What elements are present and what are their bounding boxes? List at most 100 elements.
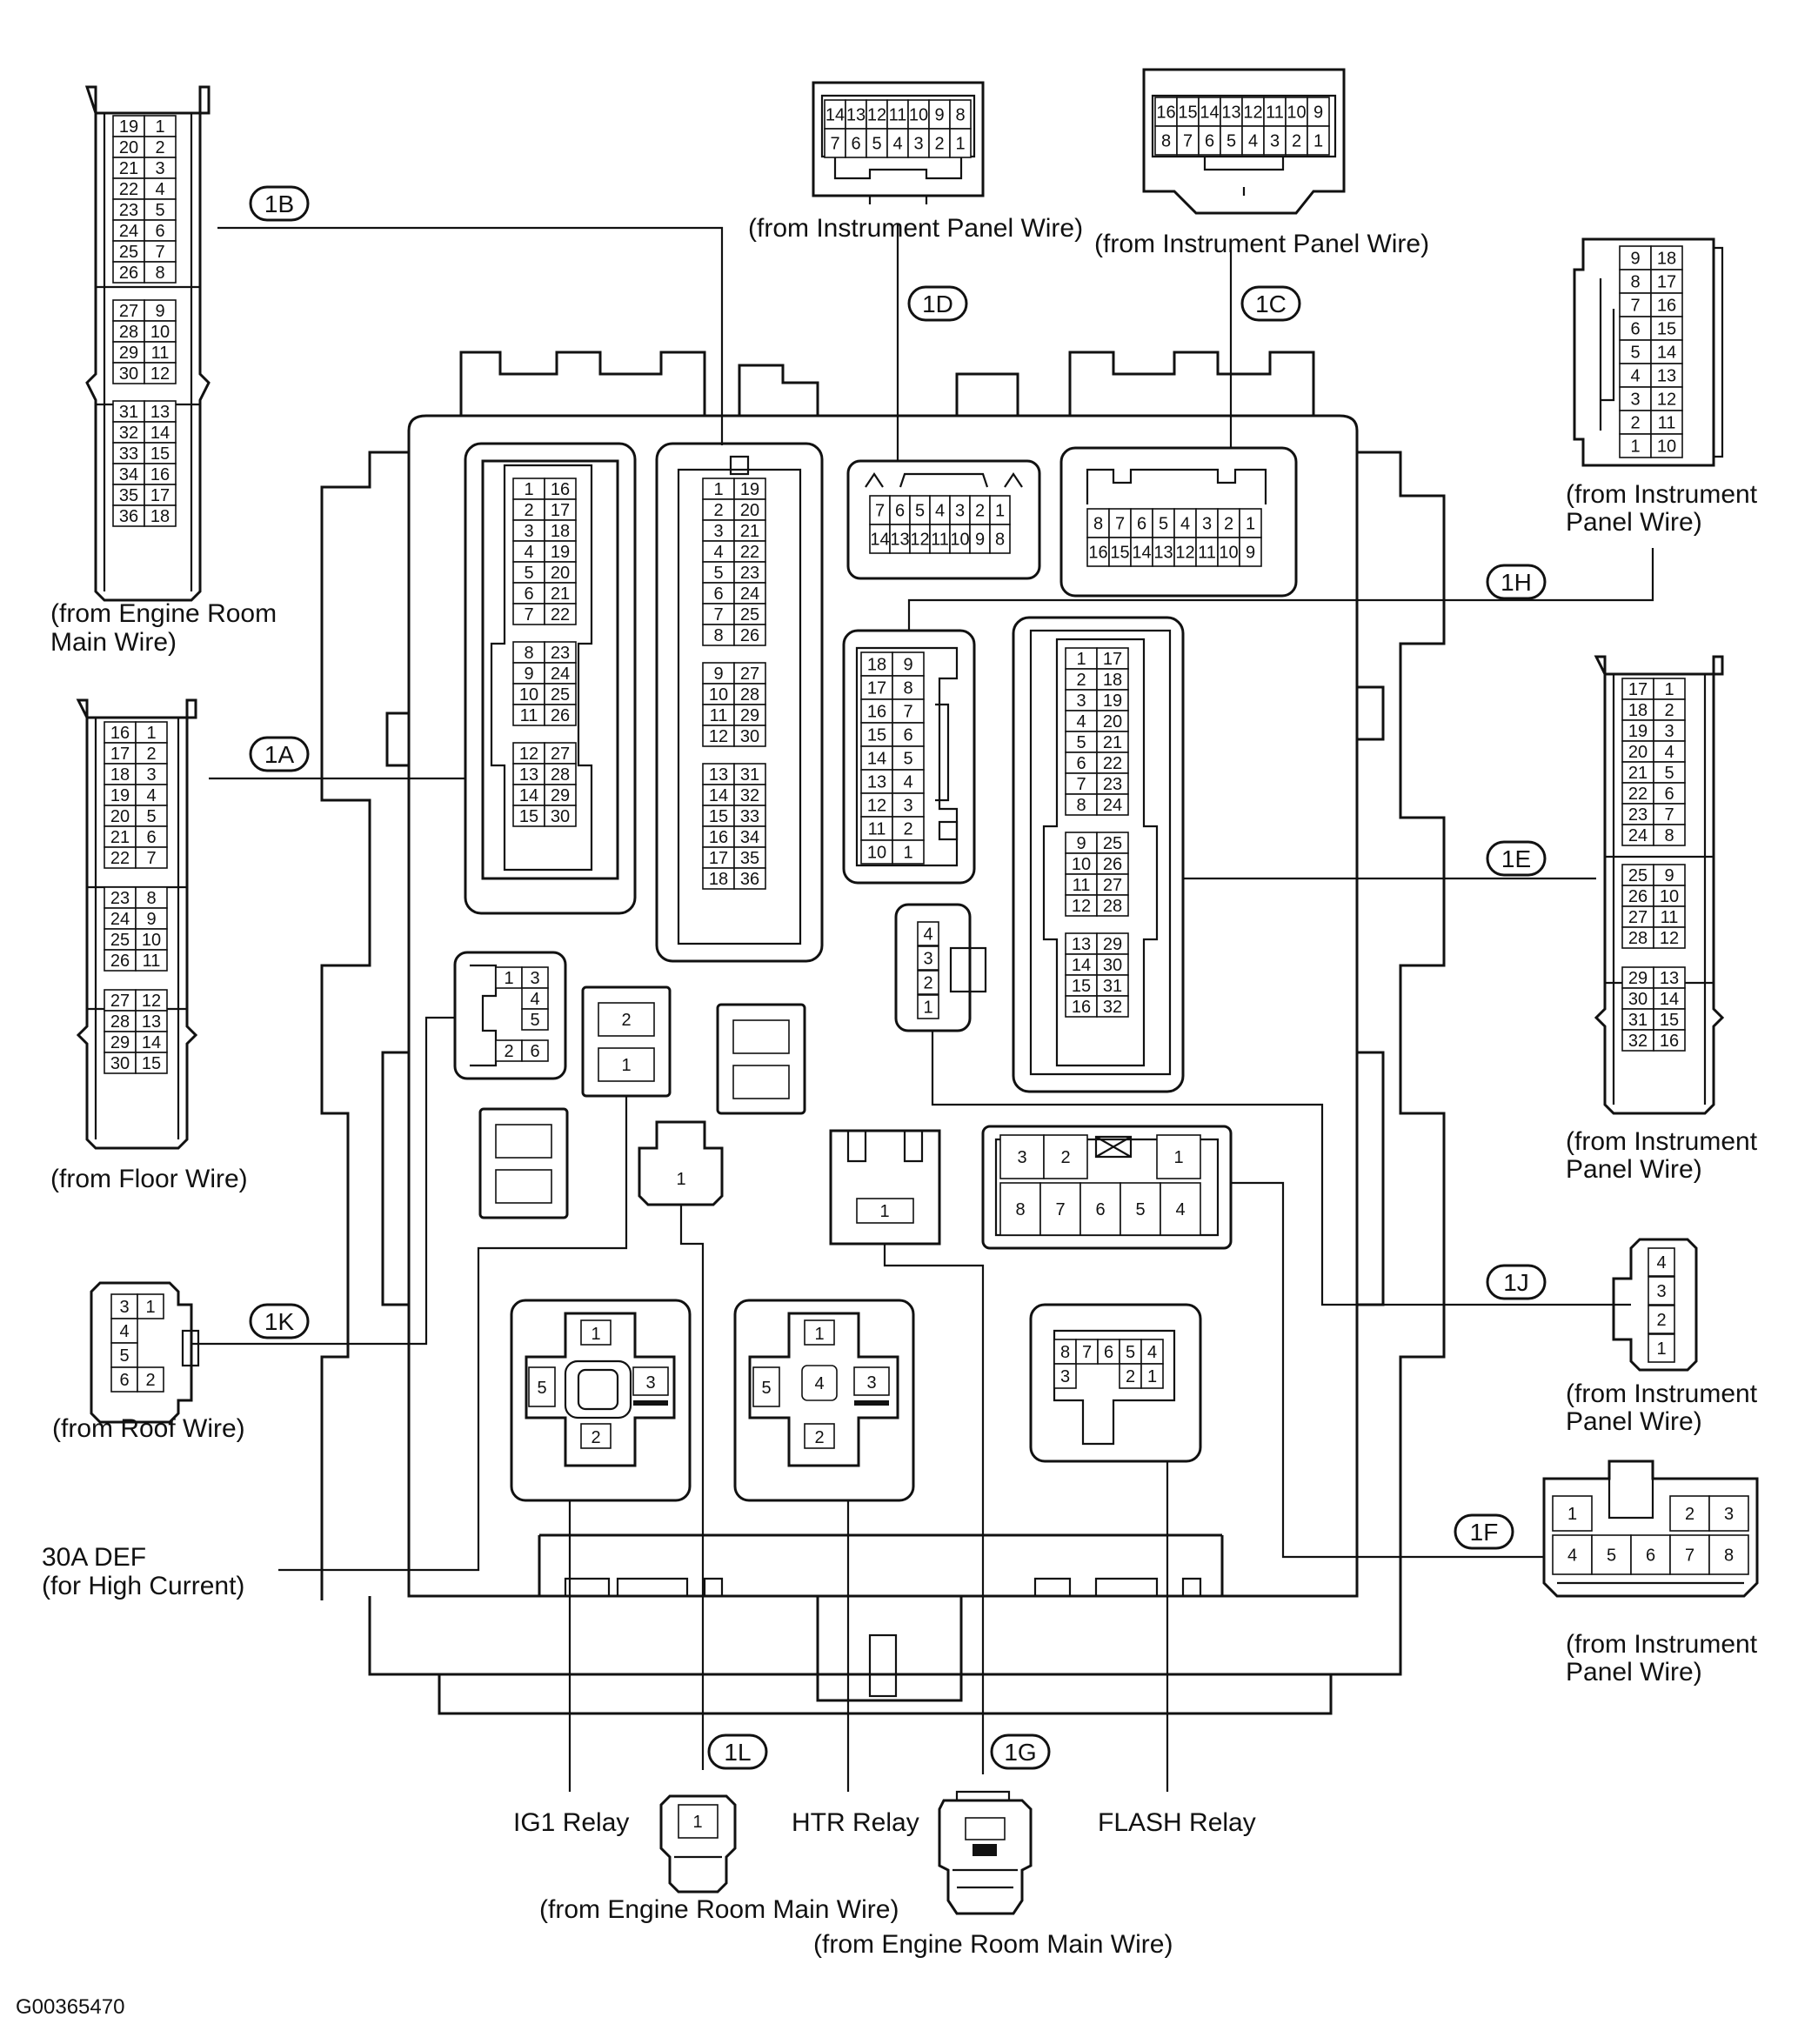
s1B-pin-27: 27 <box>740 665 759 684</box>
s1B-pin-32-cell <box>733 784 766 806</box>
s1H-pin-1: 1 <box>903 844 912 863</box>
x1C-pin-12: 12 <box>1243 104 1262 123</box>
s1F-pin-1-cell <box>1156 1134 1201 1179</box>
x1E-pin-28-cell <box>1621 926 1654 949</box>
s1B-pin-8: 8 <box>713 626 723 645</box>
x1E-pin-20: 20 <box>1628 743 1648 762</box>
connector-1G-external <box>938 1790 1033 1915</box>
s1A-pin-27-cell <box>544 742 577 765</box>
s1B-pin-9: 9 <box>713 665 723 684</box>
s1A-pin-25: 25 <box>551 685 570 705</box>
s1A-pin-22-cell <box>544 603 577 625</box>
connector-1L-external: 1 <box>659 1794 737 1894</box>
s1H-pin-3: 3 <box>903 797 912 816</box>
s1B-pin-12-cell <box>702 725 735 747</box>
x1J-pin-1-cell <box>1648 1333 1675 1363</box>
x1D-pin-14: 14 <box>825 106 845 125</box>
x1B-pin-26-cell <box>112 261 145 284</box>
s1E-pin-32: 32 <box>1103 998 1122 1017</box>
s1H-pin-16: 16 <box>867 703 886 722</box>
s1C-pin-10: 10 <box>1219 544 1238 563</box>
x1K-pin-6: 6 <box>119 1371 129 1390</box>
s1C-pin-16: 16 <box>1088 544 1107 563</box>
source-labels: (from Engine Room Main Wire) (from Floor… <box>16 214 1758 2019</box>
s1H-pin-14: 14 <box>867 750 886 769</box>
x1A-pin-14: 14 <box>142 1033 161 1052</box>
s1H-pin-10: 10 <box>867 844 886 863</box>
s1B-pin-29: 29 <box>740 706 759 725</box>
s1D-pin-8-cell <box>989 524 1011 554</box>
x1F-pin-2-cell <box>1669 1495 1710 1532</box>
s1A-pin-13: 13 <box>519 765 538 785</box>
s1C-pin-14-cell <box>1130 537 1153 567</box>
svg-text:1H: 1H <box>1501 569 1532 596</box>
x1C-pin-16-cell <box>1154 97 1178 127</box>
s1A-pin-27: 27 <box>551 745 570 764</box>
x1A-pin-30: 30 <box>110 1054 130 1073</box>
s1K-pin-4: 4 <box>530 990 539 1009</box>
x1E-pin-22-cell <box>1621 782 1654 805</box>
x1B-pin-34: 34 <box>119 465 138 484</box>
s1H-pin-4-cell <box>892 769 925 794</box>
x1F-pin-5-cell <box>1591 1534 1632 1575</box>
s1B-pin-22-cell <box>733 540 766 563</box>
x1E-pin-32-cell <box>1621 1029 1654 1052</box>
s1B-pin-17: 17 <box>709 849 728 868</box>
x1B-pin-14: 14 <box>150 424 170 443</box>
svg-text:1G: 1G <box>1004 1739 1036 1766</box>
x1C-pin-2: 2 <box>1292 132 1301 151</box>
htr-pin-3: 3 <box>866 1373 876 1393</box>
x1A-pin-27: 27 <box>110 992 130 1011</box>
s1E-pin-24-cell <box>1096 793 1129 816</box>
s1E-pin-13: 13 <box>1072 935 1091 954</box>
x1C-pin-9: 9 <box>1313 104 1323 123</box>
x1B-pin-17: 17 <box>150 486 170 505</box>
x1A-pin-8-cell <box>135 886 168 909</box>
flash-pin-5: 5 <box>1126 1343 1135 1362</box>
s1A-pin-7-cell <box>512 603 545 625</box>
x1D-pin-13: 13 <box>846 106 866 125</box>
label-1J-line1: (from Instrument <box>1566 1379 1758 1408</box>
s1C-pin-4: 4 <box>1180 515 1190 534</box>
s1F-pin-8: 8 <box>1015 1200 1025 1219</box>
s1K-pin-4-cell <box>521 987 549 1010</box>
s1E-pin-4-cell <box>1065 710 1098 732</box>
s1E-pin-14: 14 <box>1072 956 1091 975</box>
s1C-pin-15-cell <box>1108 537 1132 567</box>
x1H-pin-2-cell <box>1619 410 1652 435</box>
s1B-pin-31: 31 <box>740 765 759 785</box>
s1E-pin-28: 28 <box>1103 897 1122 916</box>
x1B-pin-20: 20 <box>119 138 138 157</box>
s1A-pin-25-cell <box>544 683 577 705</box>
s1F-pin-4-cell <box>1160 1182 1201 1236</box>
x1H-pin-8: 8 <box>1630 273 1640 292</box>
flash-pin-1: 1 <box>1147 1367 1157 1386</box>
s1A-pin-11: 11 <box>520 706 538 725</box>
s1B-pin-9-cell <box>702 662 735 685</box>
tag-1F: 1F <box>1454 1513 1514 1550</box>
tag-1A: 1A <box>249 736 310 772</box>
s1A-pin-21-cell <box>544 582 577 605</box>
x1A-pin-19: 19 <box>110 786 130 805</box>
s1B-pin-36-cell <box>733 867 766 890</box>
s1F-pin-5: 5 <box>1135 1200 1145 1219</box>
ig1-pin-1: 1 <box>591 1325 600 1344</box>
s1A-pin-14: 14 <box>519 786 538 805</box>
x1B-pin-12: 12 <box>150 364 170 384</box>
flash-pin-7-cell <box>1075 1339 1099 1365</box>
svg-text:1B: 1B <box>264 190 294 217</box>
s1C-pin-12: 12 <box>1175 544 1194 563</box>
s1A-pin-2: 2 <box>524 501 533 520</box>
s1K-pin-5-cell <box>521 1008 549 1031</box>
s1H-pin-7-cell <box>892 698 925 724</box>
x1E-pin-9: 9 <box>1664 866 1674 885</box>
x1E-pin-8-cell <box>1653 824 1686 846</box>
x1B-pin-5: 5 <box>155 201 164 220</box>
x1C-pin-15: 15 <box>1178 104 1197 123</box>
x1H-pin-1-cell <box>1619 433 1652 458</box>
x1B-pin-2-cell <box>144 136 177 158</box>
